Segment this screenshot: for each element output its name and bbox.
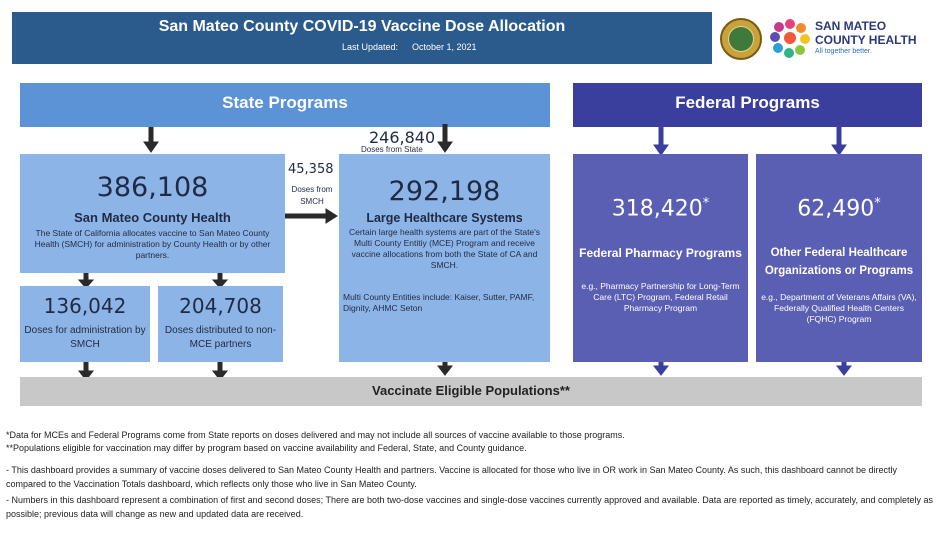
doses-from-state-count: 246,840 — [369, 128, 436, 147]
smch-description: The State of California allocates vaccin… — [34, 228, 271, 260]
other-federal-dose-count: 62,490* — [756, 196, 922, 221]
arrow-down-icon — [652, 362, 670, 376]
county-health-logo-icon — [770, 19, 810, 58]
federal-pharmacy-description: e.g., Pharmacy Partnership for Long-Term… — [581, 281, 740, 313]
arrow-down-icon — [437, 124, 453, 153]
arrow-down-icon — [835, 362, 853, 376]
federal-pharmacy-number: 318,420 — [611, 196, 703, 222]
state-programs-title: State Programs — [222, 93, 348, 112]
other-federal-number: 62,490 — [797, 196, 875, 222]
mce-title: Large Healthcare Systems — [366, 211, 523, 225]
last-updated-date: October 1, 2021 — [412, 42, 477, 52]
arrow-down-icon — [831, 127, 847, 156]
arrow-right-icon — [285, 208, 338, 224]
mce-entities-list: Multi County Entities include: Kaiser, S… — [343, 292, 535, 313]
arrow-down-icon — [653, 127, 669, 156]
distributed-dose-count: 204,708 — [179, 294, 262, 318]
smch-administration-card: 136,042 Doses for administration by SMCH — [20, 286, 150, 362]
arrow-down-icon — [77, 273, 95, 289]
other-federal-card: 62,490* Other Federal Healthcare Organiz… — [756, 154, 922, 362]
last-updated-label: Last Updated: — [342, 42, 399, 52]
asterisk-note: * — [702, 196, 710, 211]
smch-allocation-card: 386,108 San Mateo County Health The Stat… — [20, 154, 285, 273]
brand-name-line2: COUNTY HEALTH — [815, 33, 917, 47]
page-title: San Mateo County COVID-19 Vaccine Dose A… — [158, 18, 566, 35]
federal-pharmacy-dose-count: 318,420* — [573, 196, 748, 221]
federal-pharmacy-title: Federal Pharmacy Programs — [579, 246, 742, 260]
vaccinate-populations-label: Vaccinate Eligible Populations** — [372, 383, 570, 398]
large-healthcare-systems-card: 292,198 Large Healthcare Systems Certain… — [339, 154, 550, 362]
brand-tagline: All together better. — [815, 48, 872, 55]
other-federal-title: Other Federal Healthcare Organizations o… — [764, 247, 914, 277]
distributed-dose-label: Doses distributed to non-MCE partners — [164, 325, 277, 350]
arrow-down-icon — [77, 362, 95, 381]
federal-programs-title: Federal Programs — [675, 93, 820, 112]
dashboard-note: - Numbers in this dashboard represent a … — [6, 495, 933, 519]
state-programs-header: State Programs — [20, 83, 550, 127]
arrow-down-icon — [436, 362, 454, 376]
footnote: *Data for MCEs and Federal Programs come… — [6, 430, 625, 440]
footnote: **Populations eligible for vaccination m… — [6, 443, 527, 453]
county-seal-logo — [720, 18, 762, 60]
vaccinate-populations-bar: Vaccinate Eligible Populations** — [20, 377, 922, 406]
county-seal-center — [728, 26, 754, 52]
admin-dose-label: Doses for administration by SMCH — [24, 325, 146, 350]
other-federal-description: e.g., Department of Veterans Affairs (VA… — [761, 292, 917, 324]
mce-description: Certain large health systems are part of… — [348, 227, 541, 270]
arrow-down-icon — [211, 362, 229, 381]
smch-dose-count: 386,108 — [96, 172, 209, 203]
doses-from-smch-count: 45,358 — [288, 162, 334, 177]
asterisk-note: * — [874, 196, 881, 211]
federal-pharmacy-card: 318,420* Federal Pharmacy Programs e.g.,… — [573, 154, 748, 362]
mce-dose-count: 292,198 — [388, 176, 501, 207]
arrow-down-icon — [143, 127, 159, 153]
arrow-down-icon — [211, 273, 229, 289]
doses-from-state-label: Doses from State — [361, 145, 423, 154]
doses-from-smch-label: Doses from SMCH — [291, 185, 333, 206]
federal-programs-header: Federal Programs — [573, 83, 922, 127]
dashboard-note: - This dashboard provides a summary of v… — [6, 465, 897, 489]
dashboard-header: San Mateo County COVID-19 Vaccine Dose A… — [12, 12, 712, 64]
smch-title: San Mateo County Health — [74, 210, 231, 225]
brand-name-line1: SAN MATEO — [815, 19, 887, 33]
non-mce-distribution-card: 204,708 Doses distributed to non-MCE par… — [158, 286, 283, 362]
admin-dose-count: 136,042 — [43, 294, 127, 318]
